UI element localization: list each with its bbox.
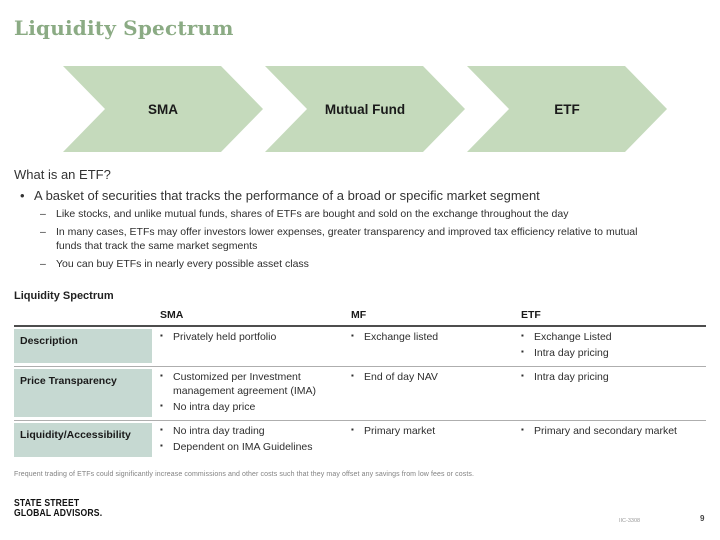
bullet-marker: • [20,188,25,203]
table-title: Liquidity Spectrum [14,290,114,302]
cell-bullets: No intra day tradingDependent on IMA Gui… [152,425,343,454]
bullet-item: Intra day pricing [521,347,702,361]
bullet-item: Exchange Listed [521,331,702,345]
bullet-item: Dependent on IMA Guidelines [160,441,339,455]
logo-line1: STATE STREET [14,497,80,509]
main-bullet-text: A basket of securities that tracks the p… [34,188,540,203]
chevron-mutual-fund-label: Mutual Fund [324,101,406,117]
table-cell: Privately held portfolio [152,327,343,366]
column-header-sma: SMA [160,309,184,321]
bullet-item: No intra day price [160,401,339,415]
cell-bullets: Privately held portfolio [152,331,343,345]
cell-bullets: Exchange listed [343,331,513,345]
chevron-process-band: SMA Mutual Fund ETF [0,66,720,152]
cell-bullets: Intra day pricing [513,371,706,385]
cell-bullets: Primary and secondary market [513,425,706,439]
bullet-item: Exchange listed [351,331,509,345]
header-spacer [14,306,152,325]
column-header-mf: MF [351,309,367,321]
chevron-mutual-fund: Mutual Fund [265,66,465,152]
chevron-sma: SMA [63,66,263,152]
bullet-item: Customized per Investment management agr… [160,371,339,398]
bullet-item: No intra day trading [160,425,339,439]
sub-bullet-list: Like stocks, and unlike mutual funds, sh… [40,208,650,275]
bullet-item: In many cases, ETFs may offer investors … [40,226,650,254]
table-cell: Primary market [343,421,513,460]
table-cell: Primary and secondary market [513,421,706,460]
row-label: Liquidity/Accessibility [14,423,152,458]
chevron-etf-label: ETF [554,101,580,117]
table-cell: Intra day pricing [513,367,706,420]
footnote: Frequent trading of ETFs could significa… [14,471,475,478]
logo-line2: GLOBAL ADVISORS. [14,506,103,519]
bullet-item: End of day NAV [351,371,509,385]
bullet-item: Like stocks, and unlike mutual funds, sh… [40,208,650,222]
column-header-etf: ETF [521,309,541,321]
table-cell: Exchange ListedIntra day pricing [513,327,706,366]
table-cell: End of day NAV [343,367,513,420]
row-label: Description [14,329,152,364]
document-code: IIC-3308 [619,518,641,524]
section-heading: What is an ETF? [14,167,111,182]
page-number: 9 [700,514,705,523]
state-street-logo: STATE STREET GLOBAL ADVISORS. [14,497,103,519]
table-cell: Exchange listed [343,327,513,366]
bullet-item: You can buy ETFs in nearly every possibl… [40,258,650,272]
bullet-item: Intra day pricing [521,371,702,385]
bullet-item: Primary market [351,425,509,439]
table-row: Description Privately held portfolio Exc… [14,327,706,366]
cell-bullets: Customized per Investment management agr… [152,371,343,414]
table-cell: Customized per Investment management agr… [152,367,343,420]
bullet-item: Privately held portfolio [160,331,339,345]
table-row: Price Transparency Customized per Invest… [14,366,706,420]
table-cell: No intra day tradingDependent on IMA Gui… [152,421,343,460]
row-label: Price Transparency [14,369,152,418]
chevron-etf: ETF [467,66,667,152]
cell-bullets: Primary market [343,425,513,439]
bullet-item: Primary and secondary market [521,425,702,439]
page-title: Liquidity Spectrum [14,16,234,40]
table-row: Liquidity/Accessibility No intra day tra… [14,420,706,460]
table-header-row: SMA MF ETF [14,306,706,327]
cell-bullets: Exchange ListedIntra day pricing [513,331,706,360]
main-bullet: • A basket of securities that tracks the… [20,188,540,203]
liquidity-spectrum-table: SMA MF ETF Description Privately held po… [14,306,706,460]
cell-bullets: End of day NAV [343,371,513,385]
chevron-sma-label: SMA [148,101,178,117]
